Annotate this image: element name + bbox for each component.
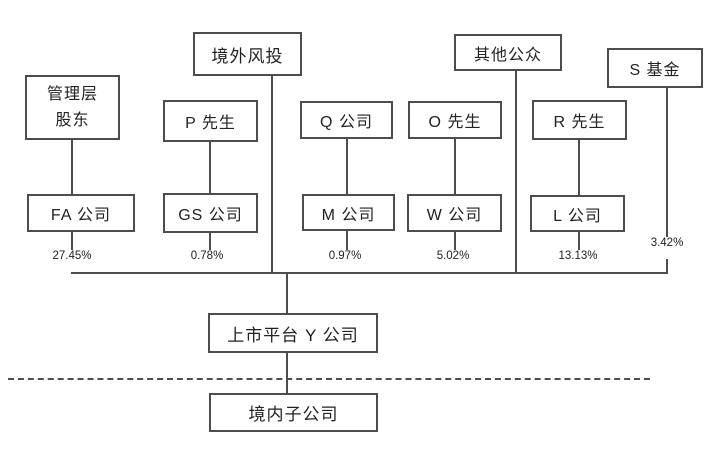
connector-overseas-vc-to-bus — [271, 76, 273, 274]
connector-platform-to-subsidiary — [286, 353, 288, 393]
connector-other-public-to-bus — [515, 71, 517, 274]
connector-mr-p-to-gs — [209, 142, 211, 193]
connector-q-to-m — [346, 139, 348, 194]
node-l-company: L 公司 — [530, 195, 625, 232]
node-domestic-subsidiary: 境内子公司 — [209, 393, 378, 432]
node-q-company: Q 公司 — [300, 101, 393, 139]
percent-label-s-fund: 3.42% — [647, 237, 687, 259]
percent-label-w: 5.02% — [433, 250, 473, 272]
percent-label-l: 13.13% — [555, 250, 601, 272]
node-listed-platform-y: 上市平台 Y 公司 — [208, 313, 378, 353]
percent-label-gs: 0.78% — [187, 250, 227, 272]
node-mr-r: R 先生 — [532, 100, 627, 140]
node-gs-company: GS 公司 — [163, 193, 258, 233]
node-m-company: M 公司 — [302, 194, 395, 231]
node-mr-p: P 先生 — [163, 100, 258, 142]
connector-s-fund-to-bus — [666, 88, 668, 274]
percent-label-m: 0.97% — [325, 250, 365, 272]
node-w-company: W 公司 — [407, 194, 502, 232]
connector-o-to-w — [454, 139, 456, 194]
node-s-fund: S 基金 — [607, 48, 703, 88]
node-fa-company: FA 公司 — [27, 194, 135, 232]
node-overseas-vc: 境外风投 — [193, 32, 302, 76]
connector-bus-to-listed-platform — [286, 272, 288, 313]
node-mr-o: O 先生 — [408, 101, 502, 139]
node-other-public: 其他公众 — [454, 34, 562, 71]
ownership-bus-line — [71, 272, 668, 274]
node-management-shareholders: 管理层 股东 — [25, 75, 120, 140]
dashed-boundary-line — [8, 378, 650, 380]
percent-label-fa: 27.45% — [49, 250, 95, 272]
connector-r-to-l — [578, 140, 580, 195]
connector-management-to-fa — [71, 140, 73, 194]
